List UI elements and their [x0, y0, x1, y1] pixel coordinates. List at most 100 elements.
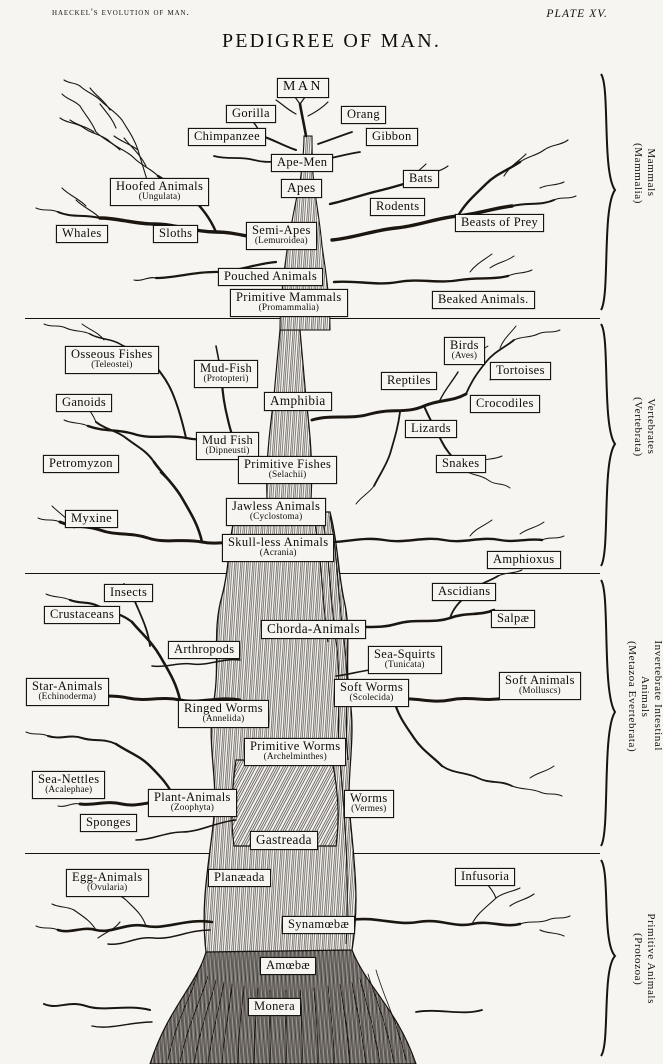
node-synamoebae-label: Synamœbæ	[288, 917, 350, 931]
node-reptiles-label: Reptiles	[387, 373, 431, 387]
node-worms-latin: (Vermes)	[351, 804, 387, 814]
node-whales-label: Whales	[62, 226, 102, 240]
node-primitive-fishes-latin: (Selachii)	[268, 470, 307, 480]
node-whales[interactable]: Whales	[56, 225, 108, 243]
node-primitive-worms-latin: (Archelminthes)	[263, 752, 327, 762]
node-arthropods[interactable]: Arthropods	[168, 641, 241, 659]
node-skull-less-animals[interactable]: Skull-less Animals (Acrania)	[222, 534, 335, 562]
node-egg-animals[interactable]: Egg-Animals (Ovularia)	[66, 869, 149, 897]
node-infusoria-label: Infusoria	[461, 869, 510, 883]
node-man-label: MAN	[283, 79, 323, 94]
node-orang[interactable]: Orang	[341, 106, 386, 124]
node-hoofed-animals[interactable]: Hoofed Animals (Ungulata)	[110, 178, 210, 206]
node-salpae[interactable]: Salpæ	[491, 610, 536, 628]
node-ringed-worms-latin: (Annelida)	[202, 714, 245, 724]
node-gastreada[interactable]: Gastreada	[250, 831, 318, 850]
node-ganoids[interactable]: Ganoids	[56, 394, 113, 412]
node-chimpanzee[interactable]: Chimpanzee	[188, 128, 266, 146]
node-sloths-label: Sloths	[159, 226, 193, 240]
node-chimpanzee-label: Chimpanzee	[194, 129, 260, 143]
node-plant-animals[interactable]: Plant-Animals (Zoophyta)	[148, 789, 237, 817]
plate-number: PLATE XV.	[546, 8, 608, 20]
brace-mammals-line1: Mammals	[645, 148, 657, 197]
node-beasts-of-prey[interactable]: Beasts of Prey	[455, 214, 545, 232]
node-birds-label: Birds	[450, 338, 479, 352]
node-apes[interactable]: Apes	[281, 179, 322, 198]
node-chorda-animals[interactable]: Chorda-Animals	[261, 620, 366, 639]
node-plant-animals-latin: (Zoophyta)	[170, 803, 215, 813]
node-monera[interactable]: Monera	[248, 998, 301, 1016]
node-petromyzon[interactable]: Petromyzon	[43, 455, 119, 473]
node-ape-men-label: Ape-Men	[277, 155, 328, 169]
node-semi-apes-label: Semi-Apes	[252, 223, 311, 237]
node-primitive-worms[interactable]: Primitive Worms (Archelminthes)	[244, 738, 347, 766]
node-bats[interactable]: Bats	[403, 170, 439, 188]
node-ganoids-label: Ganoids	[62, 395, 107, 409]
node-arthropods-label: Arthropods	[174, 642, 235, 656]
node-ape-men[interactable]: Ape-Men	[271, 154, 334, 172]
node-pouched-animals-label: Pouched Animals	[224, 269, 318, 283]
brace-invertebrates-line3: (Metazoa Evertebrata)	[626, 641, 638, 753]
node-ascidians[interactable]: Ascidians	[432, 583, 497, 601]
node-amphioxus[interactable]: Amphioxus	[487, 551, 561, 569]
node-primitive-mammals[interactable]: Primitive Mammals (Promammalia)	[230, 289, 348, 317]
node-egg-animals-latin: (Ovularia)	[87, 883, 128, 893]
node-jawless-animals[interactable]: Jawless Animals (Cyclostoma)	[226, 498, 327, 526]
node-skull-less-animals-label: Skull-less Animals	[228, 535, 329, 549]
node-man[interactable]: MAN	[277, 78, 329, 98]
node-lizards[interactable]: Lizards	[405, 420, 457, 438]
node-mud-fish-protopteri-label: Mud-Fish	[200, 361, 253, 375]
node-pouched-animals[interactable]: Pouched Animals	[218, 268, 324, 286]
brace-invertebrates	[598, 578, 618, 848]
node-myxine[interactable]: Myxine	[65, 510, 118, 528]
node-star-animals-label: Star-Animals	[32, 679, 103, 693]
node-infusoria[interactable]: Infusoria	[455, 868, 516, 886]
node-soft-worms[interactable]: Soft Worms (Scolecida)	[334, 679, 410, 707]
brace-invertebrates-line1: Invertebrate Intestinal	[652, 640, 663, 752]
node-amoebae-label: Amœbæ	[266, 958, 311, 972]
node-plant-animals-label: Plant-Animals	[154, 790, 231, 804]
node-sea-squirts[interactable]: Sea-Squirts (Tunicata)	[368, 646, 442, 674]
node-mud-fish-protopteri[interactable]: Mud-Fish (Protopteri)	[194, 360, 259, 388]
node-snakes[interactable]: Snakes	[436, 455, 486, 473]
node-planaeada[interactable]: Planæada	[208, 869, 271, 887]
node-tortoises[interactable]: Tortoises	[490, 362, 551, 380]
node-sloths[interactable]: Sloths	[153, 225, 199, 243]
node-beaked-animals[interactable]: Beaked Animals.	[432, 291, 535, 309]
node-mud-fish-dipneusti[interactable]: Mud Fish (Dipneusti)	[196, 432, 260, 460]
node-sponges[interactable]: Sponges	[80, 814, 137, 832]
node-soft-worms-label: Soft Worms	[340, 680, 404, 694]
node-crustaceans-label: Crustaceans	[50, 607, 115, 621]
node-mud-fish-dipneusti-label: Mud Fish	[202, 433, 254, 447]
brace-vertebrates	[598, 322, 618, 568]
node-crocodiles[interactable]: Crocodiles	[470, 395, 540, 413]
node-crustaceans[interactable]: Crustaceans	[44, 606, 121, 624]
node-synamoebae[interactable]: Synamœbæ	[282, 916, 356, 934]
node-osseous-fishes[interactable]: Osseous Fishes (Teleostei)	[65, 346, 159, 374]
node-worms[interactable]: Worms (Vermes)	[344, 790, 394, 818]
node-star-animals[interactable]: Star-Animals (Echinoderma)	[26, 678, 109, 706]
node-soft-animals[interactable]: Soft Animals (Molluscs)	[499, 672, 581, 700]
node-lizards-label: Lizards	[411, 421, 451, 435]
node-hoofed-animals-label: Hoofed Animals	[116, 179, 204, 193]
node-insects[interactable]: Insects	[104, 584, 154, 602]
brace-label-vertebrates: Vertebrates (Vertebrata)	[618, 382, 663, 457]
node-birds[interactable]: Birds (Aves)	[444, 337, 485, 365]
node-sea-nettles[interactable]: Sea-Nettles (Acalephae)	[32, 771, 106, 799]
node-semi-apes[interactable]: Semi-Apes (Lemuroidea)	[246, 222, 317, 250]
node-gorilla-label: Gorilla	[232, 106, 270, 120]
brace-protozoa	[598, 858, 618, 1058]
plate-running-head: HAECKEL'S EVOLUTION OF MAN.	[52, 8, 190, 18]
node-soft-animals-latin: (Molluscs)	[519, 686, 561, 696]
node-amoebae[interactable]: Amœbæ	[260, 957, 317, 975]
node-gibbon[interactable]: Gibbon	[366, 128, 418, 146]
node-gorilla[interactable]: Gorilla	[226, 105, 276, 123]
node-primitive-fishes[interactable]: Primitive Fishes (Selachii)	[238, 456, 338, 484]
node-amphibia[interactable]: Amphibia	[264, 392, 332, 411]
node-ringed-worms[interactable]: Ringed Worms (Annelida)	[178, 700, 270, 728]
node-reptiles[interactable]: Reptiles	[381, 372, 437, 390]
node-rodents[interactable]: Rodents	[370, 198, 426, 216]
brace-protozoa-line2: (Protozoa)	[632, 933, 644, 986]
node-petromyzon-label: Petromyzon	[49, 456, 113, 470]
